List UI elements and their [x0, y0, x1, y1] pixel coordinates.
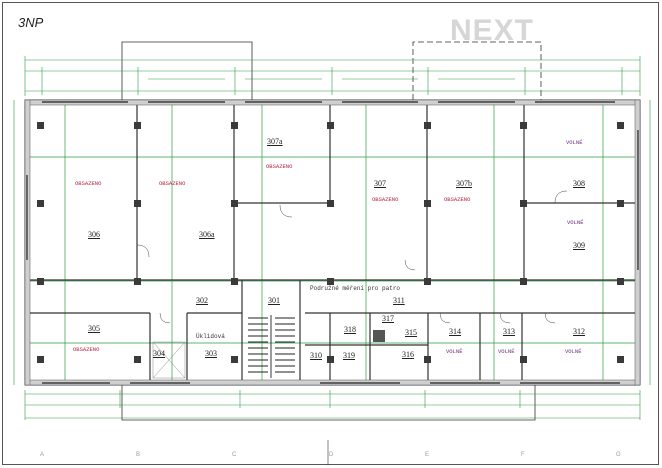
corridor-note: Podružné měření pro patro [310, 285, 401, 292]
room-315: 315 [405, 328, 417, 337]
status-308: VOLNÉ [566, 139, 583, 146]
room-314: 314 [449, 327, 461, 336]
room-317: 317 [382, 314, 394, 323]
interior-walls [30, 105, 635, 380]
columns [37, 122, 624, 363]
room-301: 301 [268, 296, 280, 305]
status-306: OBSAZENO [75, 180, 102, 187]
grid-axis-c: C [232, 452, 237, 458]
grid-axis-f: F [521, 452, 525, 458]
room-303: 303 [205, 349, 217, 358]
dimension-lines-bottom [24, 390, 641, 420]
room-312: 312 [573, 327, 585, 336]
room-305: 305 [88, 324, 100, 333]
staircase [248, 315, 295, 378]
room-310: 310 [310, 351, 322, 360]
grid-axis-e: E [425, 452, 430, 458]
grid-axis-b: B [136, 452, 141, 458]
door-swings [136, 190, 568, 324]
status-314: VOLNÉ [446, 348, 463, 355]
status-307: OBSAZENO [372, 196, 399, 203]
grid-axis-g: G [616, 452, 621, 458]
room-304: 304 [153, 349, 165, 358]
room-302: 302 [196, 296, 208, 305]
dimension-lines-top [24, 56, 641, 96]
status-305: OBSAZENO [73, 346, 100, 353]
status-313: VOLNÉ [498, 348, 515, 355]
status-307a: OBSAZENO [266, 163, 293, 170]
room-319: 319 [343, 351, 355, 360]
room-311: 311 [393, 296, 405, 305]
room-306: 306 [88, 230, 100, 239]
windows [26, 101, 639, 384]
room-307: 307 [374, 179, 386, 188]
shaft-cross [152, 341, 186, 379]
dimension-lines-side [13, 100, 651, 385]
room-308: 308 [573, 179, 585, 188]
room-309: 309 [573, 241, 585, 250]
room-316: 316 [402, 350, 414, 359]
status-307b: OBSAZENO [444, 196, 471, 203]
next-logo: NEXT [450, 14, 535, 47]
grid-axis-a: A [40, 452, 45, 458]
status-309: VOLNÉ [567, 219, 584, 226]
room-318: 318 [344, 325, 356, 334]
room-307b: 307b [456, 179, 472, 188]
room-307a: 307a [267, 137, 283, 146]
structural-grid [25, 100, 640, 385]
status-306a: OBSAZENO [159, 180, 186, 187]
outer-walls [24, 99, 641, 386]
room-303-name: Úklidová [196, 333, 225, 340]
room-313: 313 [503, 327, 515, 336]
floor-label: 3NP [18, 15, 44, 30]
room-306a: 306a [199, 230, 215, 239]
grid-axis-d: D [329, 452, 334, 458]
status-312: VOLNÉ [565, 348, 582, 355]
